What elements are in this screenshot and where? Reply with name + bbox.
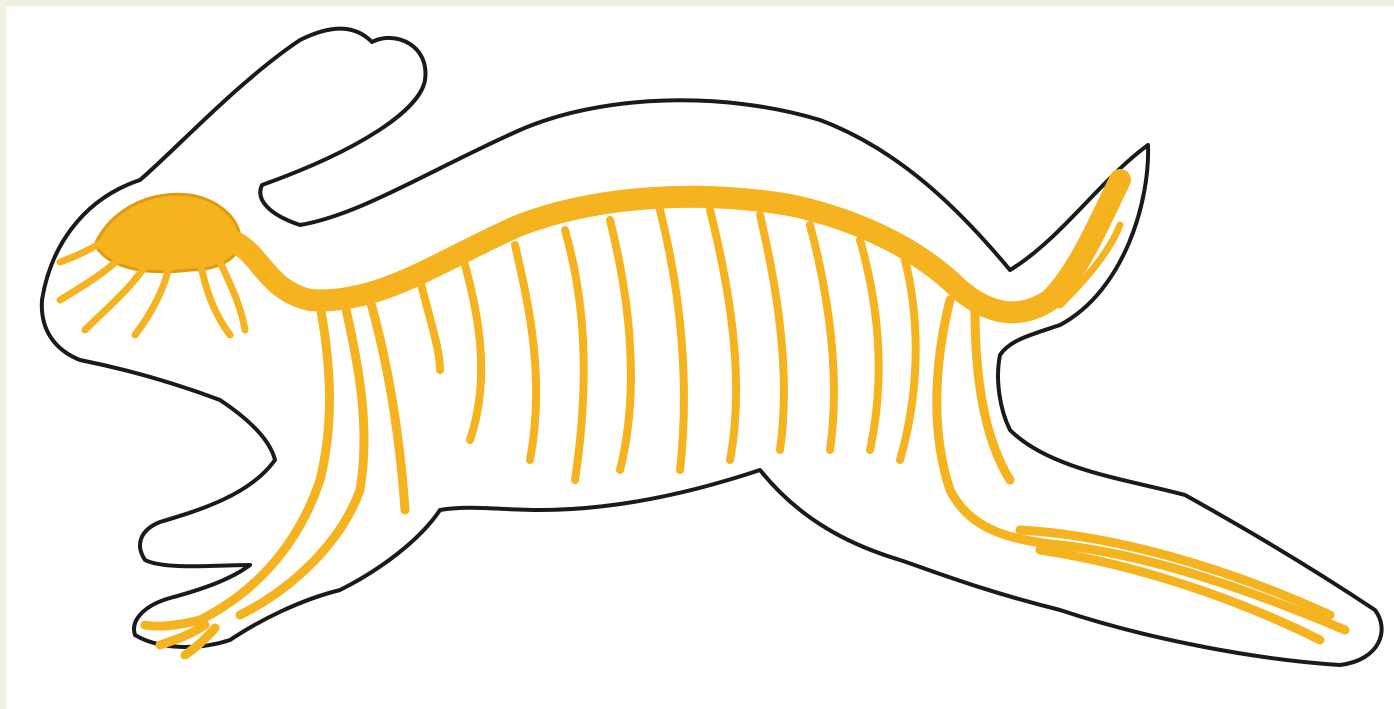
hare-nervous-system-illustration bbox=[0, 0, 1394, 709]
illustration-canvas bbox=[0, 0, 1394, 709]
